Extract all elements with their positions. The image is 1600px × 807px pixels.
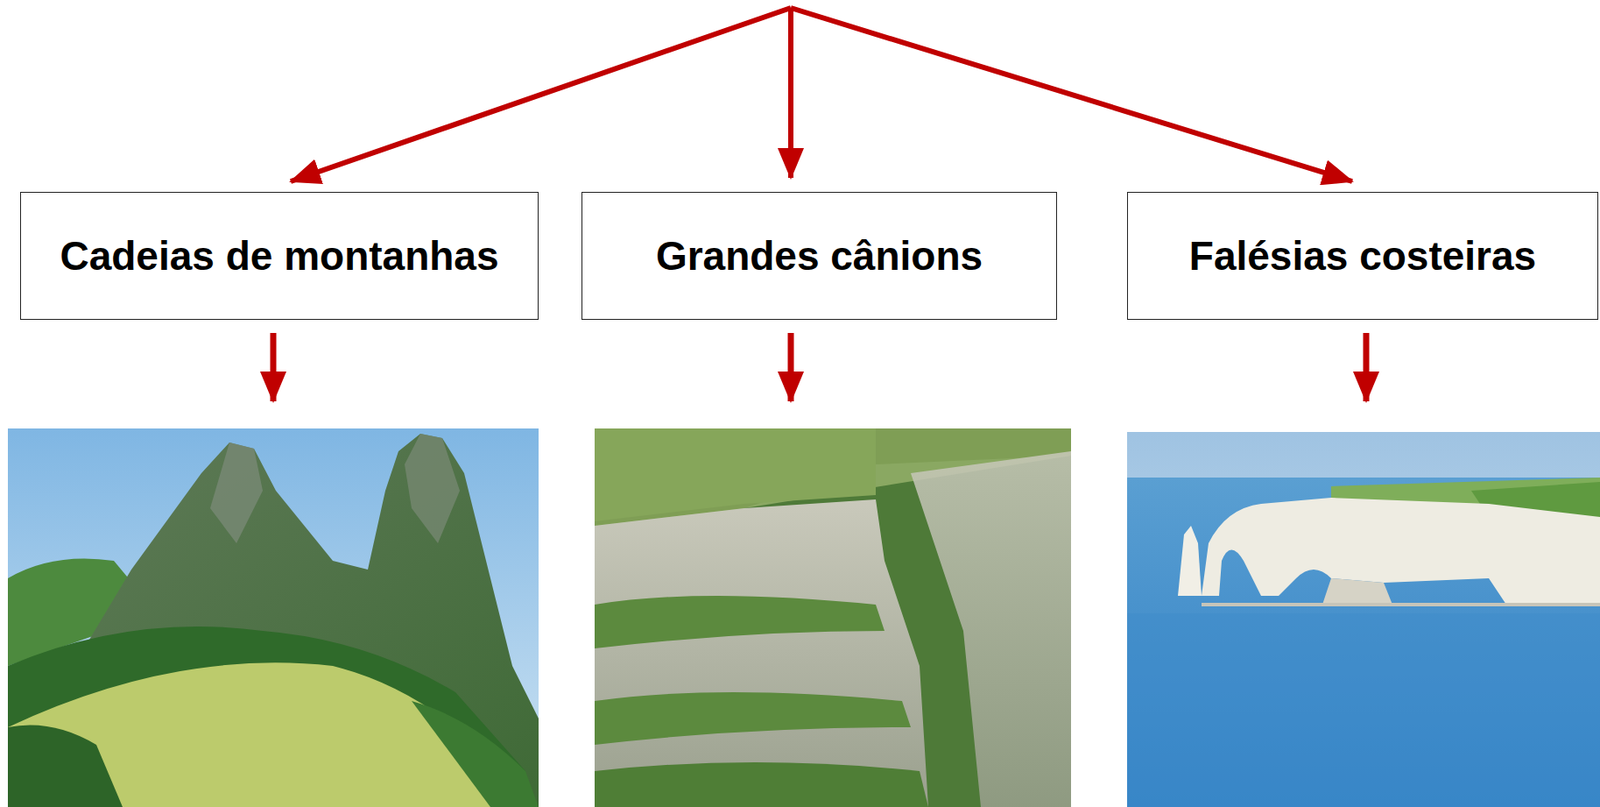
category-box: Grandes cânions — [581, 191, 1058, 320]
mountain-photo — [7, 428, 539, 807]
canyon-photo — [594, 428, 1072, 807]
category-box: Falésias costeiras — [1127, 191, 1599, 320]
cliff-photo — [1127, 431, 1600, 807]
box-label: Grandes cânions — [655, 232, 983, 280]
category-box: Cadeias de montanhas — [20, 191, 539, 320]
branch-arrows — [290, 7, 1353, 182]
box-label: Falésias costeiras — [1189, 232, 1537, 280]
box-label: Cadeias de montanhas — [59, 232, 499, 280]
down-arrows — [273, 332, 1367, 402]
